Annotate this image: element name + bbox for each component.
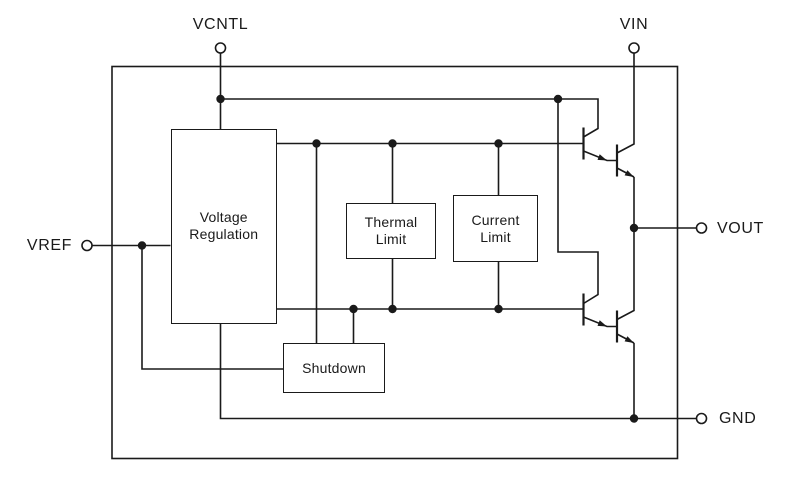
block-thermal-limit-label-line2: Limit	[375, 231, 407, 247]
wire-gnd-rail	[219, 323, 697, 420]
device-outline-box	[111, 65, 679, 460]
block-thermal-limit-label-line1: Thermal	[364, 214, 418, 230]
npn-transistor-icon	[615, 310, 635, 344]
pin-label-vref: VREF	[26, 237, 72, 254]
pin-label-gnd: GND	[719, 410, 757, 427]
junction-dot	[388, 304, 397, 314]
junction-dot-group	[137, 94, 639, 423]
wire-upper-collector	[558, 98, 599, 138]
block-voltage-regulation-label-line2: Regulation	[189, 226, 259, 243]
vin-terminal-icon	[628, 42, 640, 54]
transistor-group	[582, 127, 635, 344]
block-voltage-regulation: Voltage Regulation	[170, 129, 277, 324]
vcntl-terminal-icon	[214, 42, 227, 54]
block-thermal-limit: Thermal Limit	[346, 203, 436, 259]
block-current-limit-label-line2: Limit	[480, 228, 511, 245]
pin-label-vout: VOUT	[717, 219, 764, 237]
junction-dot	[349, 304, 358, 314]
junction-dot	[216, 94, 225, 104]
wire-vref-shutdown-branch	[141, 245, 283, 370]
vout-terminal-icon	[695, 222, 708, 234]
terminal-group	[81, 42, 708, 425]
wire-lower-collector	[557, 99, 599, 305]
junction-dot	[629, 414, 639, 423]
junction-dot	[494, 139, 503, 148]
wire-vin-stem	[616, 53, 635, 154]
block-current-limit: Current Limit	[453, 195, 538, 262]
wire-vout-column	[616, 228, 635, 321]
junction-dot	[312, 139, 321, 148]
block-current-limit-label-line1: Current	[471, 211, 520, 228]
block-shutdown: Shutdown	[283, 343, 385, 393]
block-voltage-regulation-label-line1: Voltage	[199, 209, 248, 226]
npn-transistor-icon	[582, 127, 617, 162]
gnd-terminal-icon	[695, 412, 708, 425]
junction-dot	[137, 241, 147, 250]
junction-dot	[629, 223, 639, 233]
npn-transistor-icon	[615, 144, 635, 178]
junction-dot	[494, 304, 503, 314]
junction-dot	[553, 94, 563, 104]
pin-label-vin: VIN	[619, 16, 649, 33]
pin-label-vcntl: VCNTL	[192, 16, 249, 33]
block-shutdown-label: Shutdown	[302, 359, 366, 376]
junction-dot	[388, 139, 397, 148]
npn-transistor-icon	[582, 293, 617, 328]
vref-terminal-icon	[81, 239, 93, 252]
wire-group	[92, 53, 697, 460]
